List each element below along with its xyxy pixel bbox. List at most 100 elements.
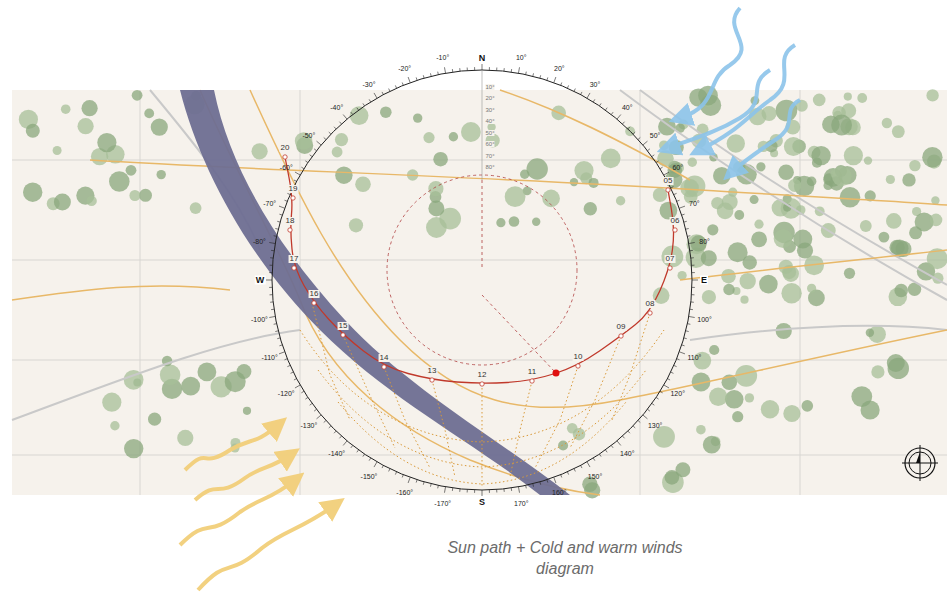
degree-label: 70° xyxy=(689,199,700,206)
tree xyxy=(616,196,625,205)
tree xyxy=(857,93,867,103)
tree xyxy=(82,100,98,116)
hour-label: 08 xyxy=(645,300,656,308)
map-roads xyxy=(12,90,947,495)
tree xyxy=(198,363,217,382)
tree xyxy=(745,393,754,402)
tree xyxy=(832,166,852,186)
altitude-label: 10° xyxy=(485,84,494,90)
hour-dot xyxy=(480,382,484,386)
tick xyxy=(554,77,556,83)
tree xyxy=(349,218,363,232)
tick xyxy=(679,206,685,208)
degree-label: -80° xyxy=(253,237,266,244)
tick xyxy=(343,441,347,446)
tree xyxy=(902,173,915,186)
degree-label: -70° xyxy=(263,199,276,206)
tree xyxy=(882,118,892,128)
north-symbol xyxy=(902,445,938,481)
tree xyxy=(505,186,526,207)
tree xyxy=(784,137,803,156)
tick xyxy=(444,487,445,493)
tick xyxy=(554,477,556,483)
tree xyxy=(703,436,721,454)
tree xyxy=(110,421,119,430)
tree xyxy=(659,140,669,150)
tree xyxy=(892,125,905,138)
tick xyxy=(295,385,300,388)
tick xyxy=(317,415,322,419)
tree xyxy=(781,283,801,303)
hour-dot xyxy=(288,228,292,232)
tick xyxy=(408,77,410,83)
tree xyxy=(428,181,443,196)
tick xyxy=(643,415,648,419)
degree-label: 20° xyxy=(554,64,565,71)
tick xyxy=(679,352,685,354)
hour-label: 18 xyxy=(285,217,296,225)
degree-label: -170° xyxy=(434,499,451,506)
river-band xyxy=(180,90,570,495)
cardinal-label: N xyxy=(478,54,487,63)
hour-label: 13 xyxy=(427,367,438,375)
tree xyxy=(759,275,778,294)
tree xyxy=(496,218,505,227)
tick xyxy=(279,206,285,208)
tree xyxy=(190,202,202,214)
tick xyxy=(664,385,669,388)
tree xyxy=(761,400,779,418)
tree xyxy=(26,124,40,138)
tree xyxy=(732,411,743,422)
tree xyxy=(844,93,852,101)
tree xyxy=(675,462,690,477)
hour-dot xyxy=(576,364,580,368)
hour-dot xyxy=(283,155,287,159)
altitude-label: 20° xyxy=(485,95,494,101)
tree xyxy=(723,284,734,295)
tick xyxy=(518,67,519,73)
tree xyxy=(851,386,872,407)
hour-label: 17 xyxy=(289,255,300,263)
tree xyxy=(778,165,794,181)
degree-label: 130° xyxy=(648,422,662,429)
hour-label: 19 xyxy=(288,185,299,193)
tick xyxy=(269,242,275,243)
tree xyxy=(433,152,448,167)
tree xyxy=(926,89,938,101)
tree xyxy=(864,156,872,164)
degree-label: -50° xyxy=(302,131,315,138)
tree xyxy=(243,407,251,415)
tree xyxy=(23,183,42,202)
caption: Sun path + Cold and warm winds diagram xyxy=(440,538,690,580)
degree-label: 40° xyxy=(622,103,633,110)
degree-label: -130° xyxy=(300,422,317,429)
tree xyxy=(922,147,942,167)
tree xyxy=(707,224,718,235)
tree xyxy=(688,158,697,167)
degree-label: 60° xyxy=(672,164,683,171)
tree xyxy=(844,268,855,279)
tree xyxy=(756,162,765,171)
tree xyxy=(532,218,540,226)
tree xyxy=(696,425,706,435)
tree xyxy=(567,423,578,434)
tree xyxy=(139,189,152,202)
tree xyxy=(423,132,434,143)
tree xyxy=(701,250,717,266)
tree xyxy=(735,365,757,387)
hour-dot xyxy=(382,365,386,369)
tree xyxy=(840,187,861,208)
degree-label: 170° xyxy=(514,499,528,506)
tick xyxy=(279,352,285,354)
degree-label: -140° xyxy=(328,450,345,457)
degree-label: 50° xyxy=(650,131,661,138)
hour-label: 15 xyxy=(338,322,349,330)
degree-label: 120° xyxy=(670,390,684,397)
tree xyxy=(380,106,392,118)
tick xyxy=(518,487,519,493)
tree xyxy=(886,213,902,229)
hour-label: 06 xyxy=(670,217,681,225)
cardinal-label: W xyxy=(255,276,266,285)
tree xyxy=(860,220,872,232)
tree xyxy=(807,284,816,293)
